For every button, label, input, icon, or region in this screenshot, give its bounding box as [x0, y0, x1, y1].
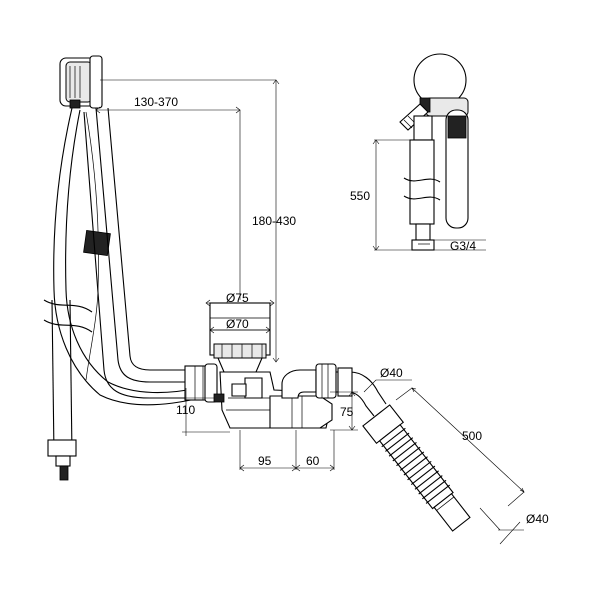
dim-label-d70: Ø70	[226, 317, 249, 331]
side-view	[399, 53, 469, 251]
dim-label-95: 95	[258, 454, 272, 468]
overflow-pipe	[83, 107, 200, 399]
dimension-lines	[95, 79, 525, 545]
outlet-elbow	[281, 363, 387, 417]
dim-label-60: 60	[306, 454, 320, 468]
dim-label-g34: G3/4	[450, 239, 476, 253]
dim-label-180-430: 180-430	[252, 214, 296, 228]
dim-label-110: 110	[176, 403, 195, 417]
dim-label-d40-bottom: Ø40	[526, 512, 549, 526]
corrugated-hose	[362, 404, 471, 532]
dim-label-d40-top: Ø40	[380, 366, 403, 380]
overflow-head	[59, 55, 103, 109]
dim-label-75: 75	[340, 405, 354, 419]
dim-label-130-370: 130-370	[134, 95, 178, 109]
flexible-hose	[43, 107, 201, 481]
dim-label-500: 500	[462, 429, 482, 443]
dim-label-550: 550	[350, 189, 370, 203]
drain-body	[184, 302, 333, 429]
dim-label-d75: Ø75	[226, 291, 249, 305]
